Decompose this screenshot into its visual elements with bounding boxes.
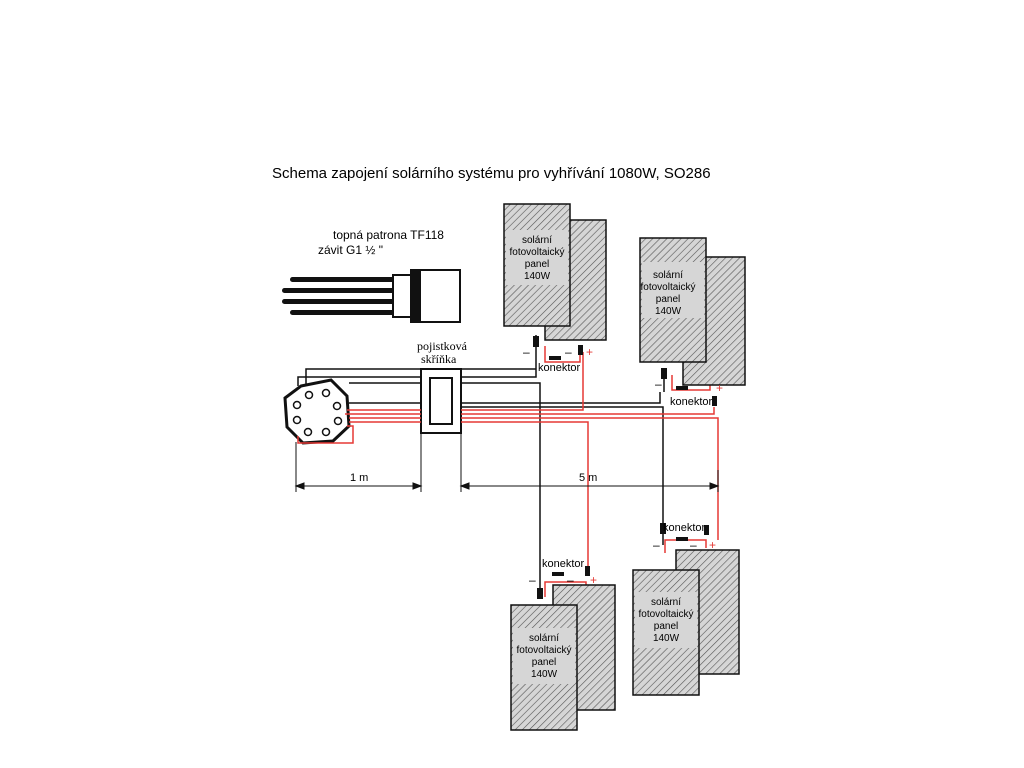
panel-2-plus: + <box>716 381 723 395</box>
panel-2-label-3: panel <box>656 294 680 305</box>
panel-1-connector <box>533 336 583 360</box>
panel-4-label-2: fotovoltaický <box>638 609 693 620</box>
panel-4-label-4: 140W <box>653 633 680 644</box>
panel-1-connector-label: konektor <box>538 362 581 374</box>
panel-4-connector <box>660 523 709 541</box>
dimension-label-short: 1 m <box>350 472 368 484</box>
solar-panel-1 <box>503 203 607 341</box>
fusebox-label-1: pojistková <box>417 339 468 353</box>
panel-3-minus-2: – <box>567 573 574 587</box>
fuse-box <box>420 368 462 434</box>
panel-2-connector <box>661 368 717 406</box>
panel-3-connector <box>537 566 590 599</box>
panel-1-label-4: 140W <box>524 271 551 282</box>
panel-4-minus: – <box>653 538 660 552</box>
panel-1-minus: – <box>523 345 530 359</box>
heater-cartridge <box>282 269 461 323</box>
panel-1-minus-2: – <box>565 345 572 359</box>
dimension-label-long: 5 m <box>579 472 597 484</box>
panel-4-label-3: panel <box>654 621 678 632</box>
panel-4-label-1: solární <box>651 597 681 608</box>
panel-3-label-1: solární <box>529 633 559 644</box>
panel-2-label-2: fotovoltaický <box>640 282 695 293</box>
panel-3-label-4: 140W <box>531 669 558 680</box>
panel-3-label-2: fotovoltaický <box>516 645 571 656</box>
panel-4-minus-2: – <box>690 538 697 552</box>
panel-4-plus: + <box>709 538 716 552</box>
fusebox-label-2: skříňka <box>421 352 457 366</box>
panel-1-label-1: solární <box>522 235 552 246</box>
panel-1-label-3: panel <box>525 259 549 270</box>
panel-3-minus: – <box>529 573 536 587</box>
panel-3-plus: + <box>590 573 597 587</box>
solar-panel-4 <box>632 549 740 696</box>
panel-3-connector-label: konektor <box>542 558 585 570</box>
panel-2-label-4: 140W <box>655 306 682 317</box>
panel-2-label-1: solární <box>653 270 683 281</box>
solar-panel-3 <box>510 584 616 731</box>
heater-terminal-head <box>283 378 351 445</box>
heater-label-1: topná patrona TF118 <box>333 228 444 242</box>
negative-wires <box>297 335 665 590</box>
diagram-title: Schema zapojení solárního systému pro vy… <box>272 165 711 182</box>
solar-panel-2 <box>639 237 746 386</box>
panel-1-plus: + <box>586 345 593 359</box>
dimension-lines <box>294 433 720 492</box>
panel-1-label-2: fotovoltaický <box>509 247 564 258</box>
panel-2-minus: – <box>655 377 662 391</box>
panel-4-connector-label: konektor <box>663 522 706 534</box>
panel-3-label-3: panel <box>532 657 556 668</box>
panel-2-connector-label: konektor <box>670 396 713 408</box>
heater-label-2: závit G1 ½ " <box>318 243 383 257</box>
